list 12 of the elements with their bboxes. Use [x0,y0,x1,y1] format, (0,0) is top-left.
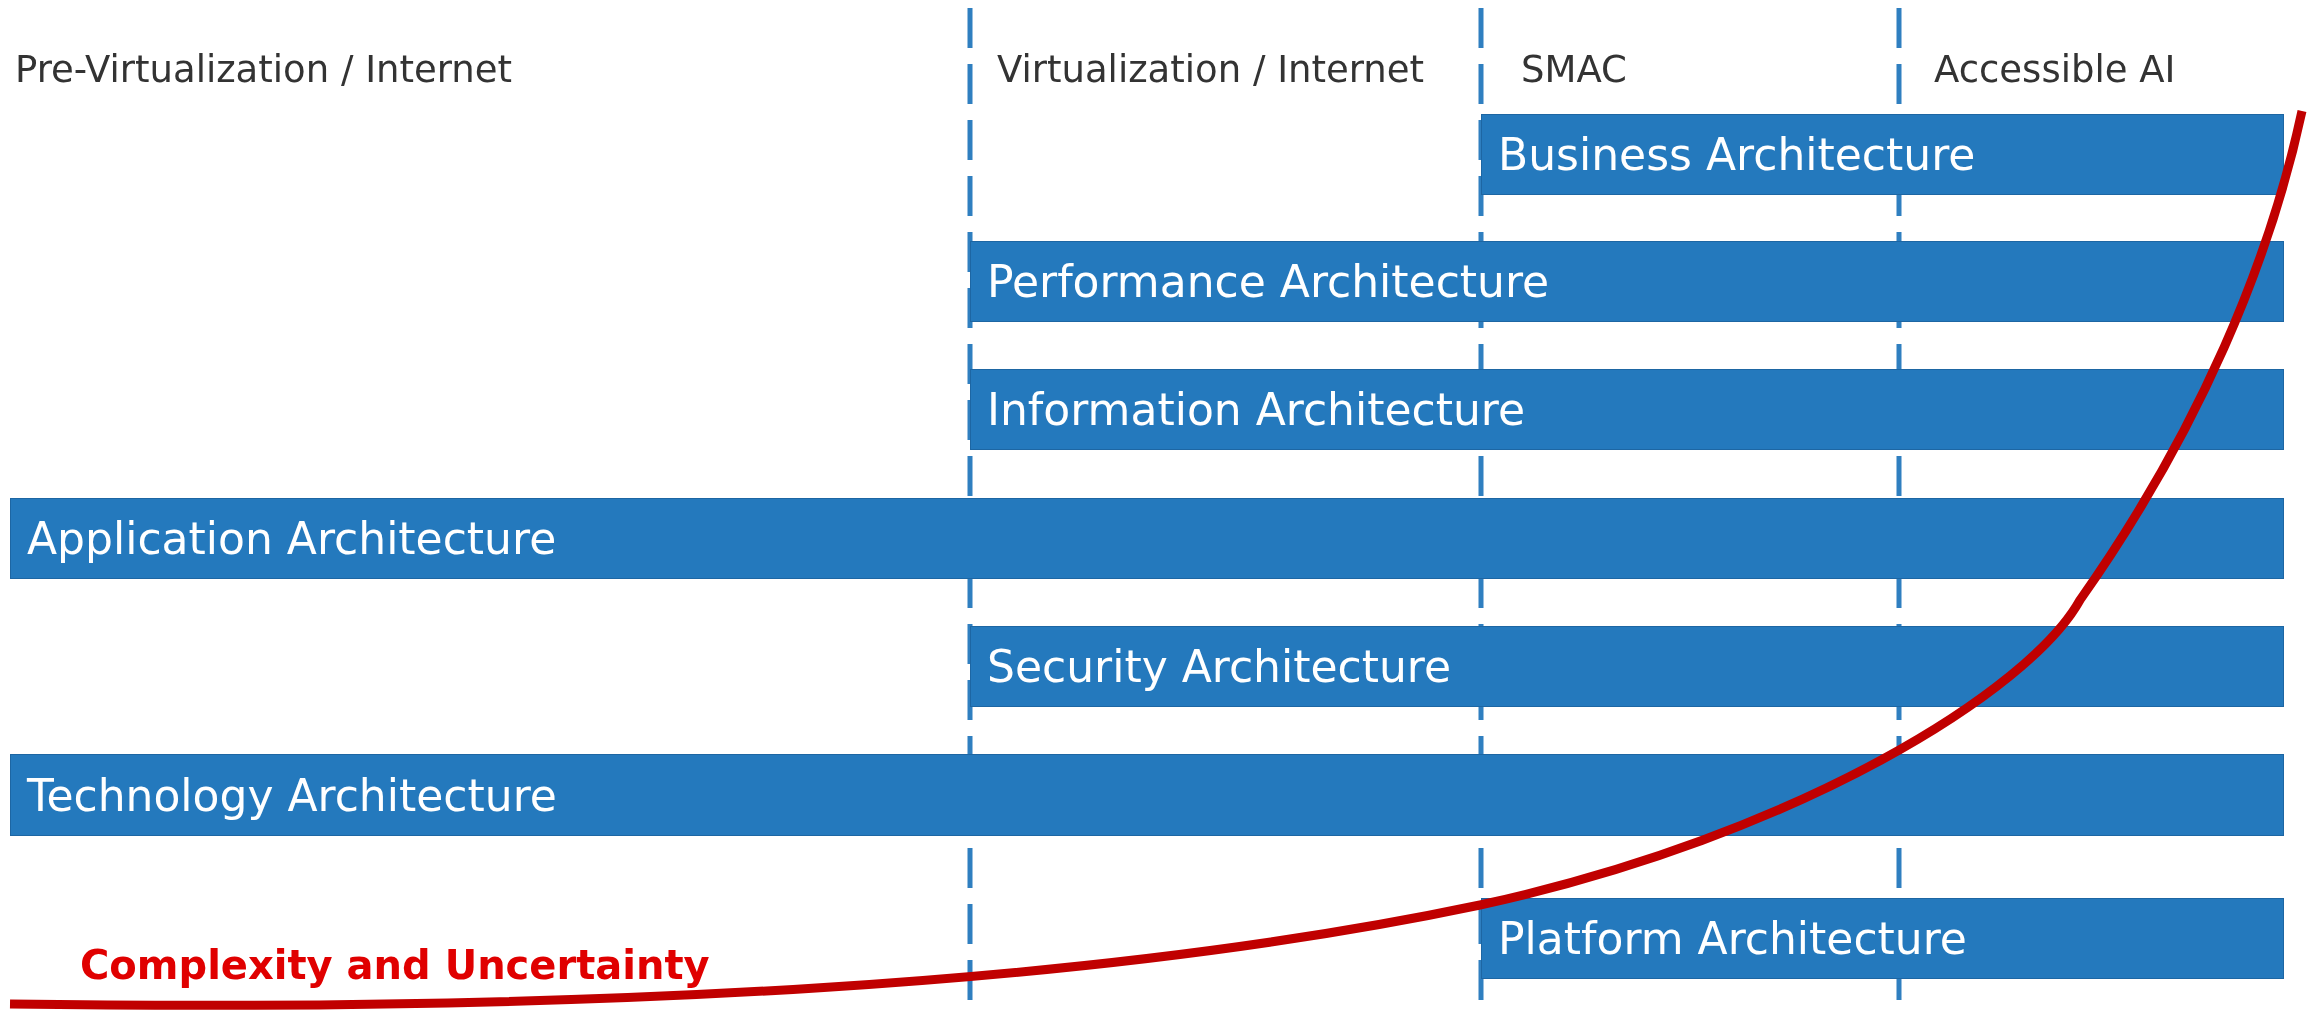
architecture-bar: Business Architecture [1481,114,2284,195]
architecture-bar: Application Architecture [10,498,2284,579]
curve-label: Complexity and Uncertainty [80,942,710,988]
era-heading: Accessible AI [1934,48,2176,91]
architecture-bar: Security Architecture [970,626,2284,707]
architecture-bar: Information Architecture [970,369,2284,450]
era-heading: SMAC [1521,48,1627,91]
architecture-bar: Technology Architecture [10,754,2284,836]
architecture-bar: Performance Architecture [970,241,2284,322]
era-heading: Virtualization / Internet [997,48,1425,91]
era-heading: Pre-Virtualization / Internet [15,48,513,91]
architecture-bar: Platform Architecture [1481,898,2284,979]
